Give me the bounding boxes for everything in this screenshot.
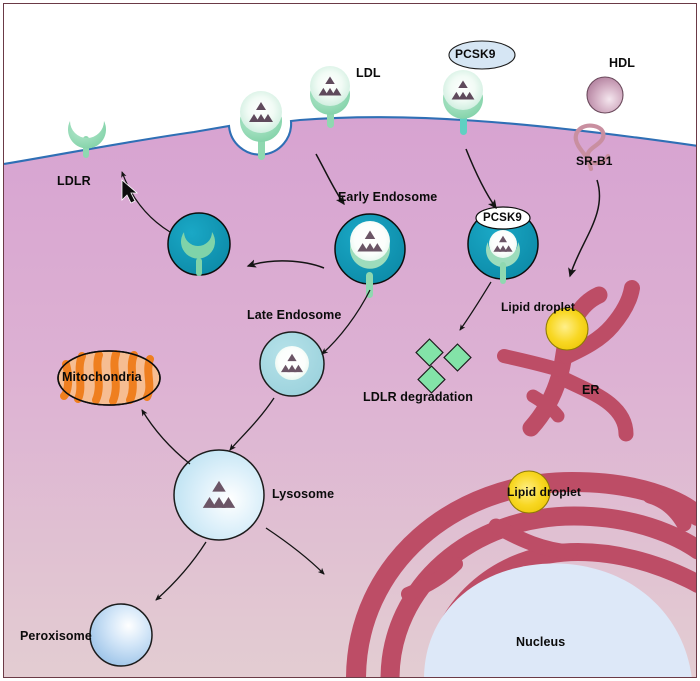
arrow-layer xyxy=(121,148,601,601)
arrow-pcsk9-internalization xyxy=(465,148,497,210)
peroxisome xyxy=(89,603,153,667)
lysosome xyxy=(173,449,265,541)
arrow-srb1-to-lipid-droplet xyxy=(568,179,601,278)
figure-frame: LDLR LDL PCSK9 HDL SR-B1 Early Endosome … xyxy=(3,3,697,678)
lipid-droplet-nucleus xyxy=(507,470,551,514)
ldlr-degradation-products xyxy=(415,338,472,394)
endoplasmic-reticulum xyxy=(497,280,640,442)
arrow-lysosome-to-peroxisome xyxy=(155,541,207,601)
cholesterol-cargo-ldl-surface xyxy=(318,76,342,96)
ldlr-free-receptor xyxy=(68,121,107,158)
arrow-lysosome-to-mitochondria xyxy=(141,409,191,465)
early-endosome xyxy=(334,213,406,298)
arrow-internalization-to-early-endosome xyxy=(315,153,345,206)
plasma-membrane xyxy=(4,116,696,166)
recycling-endosome xyxy=(167,212,231,276)
late-endosome xyxy=(259,331,325,397)
lipid-droplet-er xyxy=(545,307,589,351)
ldl-particle-internalizing xyxy=(240,91,282,160)
ldl-particle-surface xyxy=(310,66,350,128)
cell-diagram xyxy=(4,40,696,677)
arrow-early-to-late-endosome xyxy=(321,289,371,355)
sr-b1-receptor xyxy=(573,123,611,172)
cholesterol-cargo-early-endosome xyxy=(357,230,383,252)
cholesterol-cargo-late-endosome xyxy=(280,353,304,373)
pcsk9-endosome xyxy=(467,206,539,284)
hdl-particle xyxy=(586,76,624,114)
nucleus xyxy=(424,563,692,677)
cholesterol-cargo-lysosome xyxy=(202,480,236,508)
cholesterol-cargo-pcsk9-complex xyxy=(451,80,475,100)
arrow-lysosome-to-nucleus-region xyxy=(265,527,325,575)
pcsk9-ldl-receptor-complex xyxy=(443,40,516,135)
mouse-pointer-icon xyxy=(121,179,139,204)
arrow-pcsk9-endosome-to-degradation xyxy=(459,281,492,331)
mitochondria xyxy=(57,350,161,406)
arrow-early-to-recycling-endosome xyxy=(246,259,325,269)
arrow-recycling-to-membrane xyxy=(121,171,171,233)
cholesterol-cargo-ldl-pit xyxy=(249,102,273,122)
arrow-late-endosome-to-lysosome xyxy=(229,397,275,451)
cholesterol-cargo-pcsk9-endosome xyxy=(493,235,513,252)
